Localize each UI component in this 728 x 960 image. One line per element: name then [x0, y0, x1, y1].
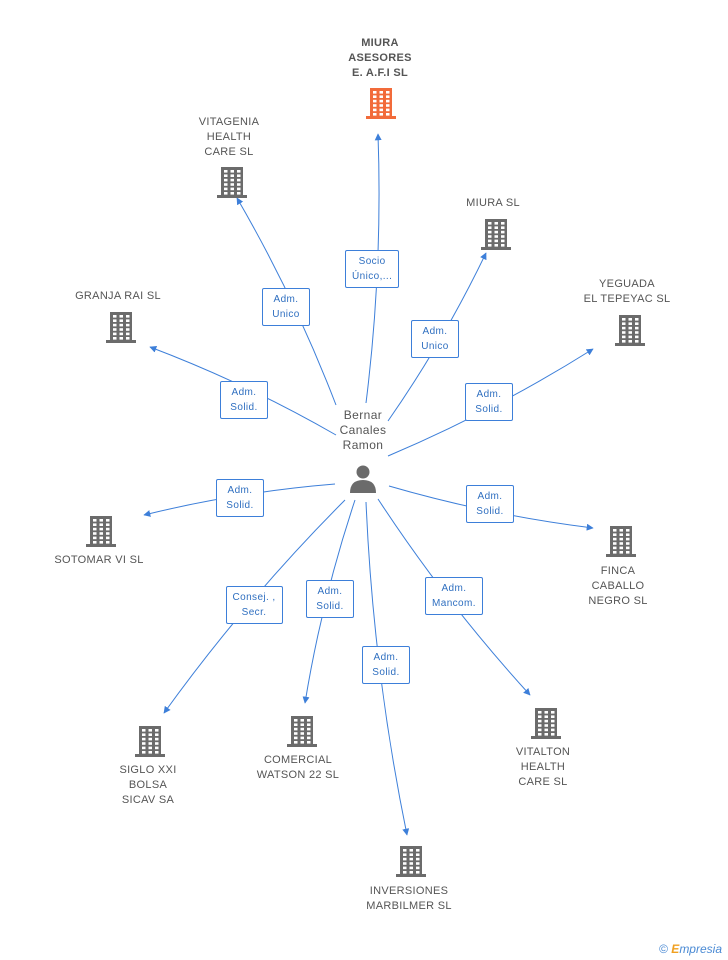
company-name-siglo[interactable]: SIGLO XXI BOLSA SICAV SA [119, 764, 177, 806]
brand-name: mpresia [679, 942, 722, 956]
building-icon-vitagenia[interactable] [217, 167, 247, 198]
person-icon[interactable] [350, 465, 376, 494]
building-icon-granja-rai[interactable] [106, 312, 136, 343]
relation-label-vitalton[interactable]: Adm. Mancom. [425, 577, 483, 615]
person-name[interactable]: Bernar Canales Ramon [339, 408, 387, 452]
company-name-miura-asesores[interactable]: MIURA ASESORES E. A.F.I SL [348, 37, 412, 79]
company-name-vitalton[interactable]: VITALTON HEALTH CARE SL [515, 746, 571, 788]
brand-logo-letter: E [671, 942, 680, 956]
building-icon-sotomar[interactable] [86, 516, 116, 547]
company-name-inversiones[interactable]: INVERSIONES MARBILMER SL [366, 885, 452, 912]
relation-label-inversiones[interactable]: Adm. Solid. [362, 646, 410, 684]
company-icons [86, 88, 645, 877]
relation-label-yeguada[interactable]: Adm. Solid. [465, 383, 513, 421]
footer-brand[interactable]: © Empresia [659, 942, 722, 956]
relation-label-miura-asesores[interactable]: Socio Único,... [345, 250, 400, 288]
relation-label-miura-sl[interactable]: Adm. Unico [411, 320, 459, 358]
relation-label-finca[interactable]: Adm. Solid. [466, 485, 514, 523]
building-icon-finca[interactable] [606, 526, 636, 557]
relation-label-comercial[interactable]: Adm. Solid. [306, 580, 354, 618]
company-name-comercial[interactable]: COMERCIAL WATSON 22 SL [256, 754, 340, 781]
building-icon-miura-asesores[interactable] [366, 88, 396, 119]
company-name-yeguada[interactable]: YEGUADA EL TEPEYAC SL [583, 278, 671, 305]
building-icon-comercial[interactable] [287, 716, 317, 747]
relation-label-granja-rai[interactable]: Adm. Solid. [220, 381, 268, 419]
relation-label-sotomar[interactable]: Adm. Solid. [216, 479, 264, 517]
relation-label-siglo[interactable]: Consej. , Secr. [225, 586, 283, 624]
company-name-granja-rai[interactable]: GRANJA RAI SL [75, 290, 161, 302]
building-icon-inversiones[interactable] [396, 846, 426, 877]
company-name-sotomar[interactable]: SOTOMAR VI SL [54, 554, 144, 566]
company-name-vitagenia[interactable]: VITAGENIA HEALTH CARE SL [198, 116, 260, 158]
company-name-finca[interactable]: FINCA CABALLO NEGRO SL [588, 565, 648, 607]
building-icon-siglo[interactable] [135, 726, 165, 757]
building-icon-miura-sl[interactable] [481, 219, 511, 250]
building-icon-yeguada[interactable] [615, 315, 645, 346]
relation-label-vitagenia[interactable]: Adm. Unico [262, 288, 310, 326]
company-name-miura-sl[interactable]: MIURA SL [466, 197, 520, 209]
copyright-symbol: © [659, 942, 668, 956]
building-icon-vitalton[interactable] [531, 708, 561, 739]
